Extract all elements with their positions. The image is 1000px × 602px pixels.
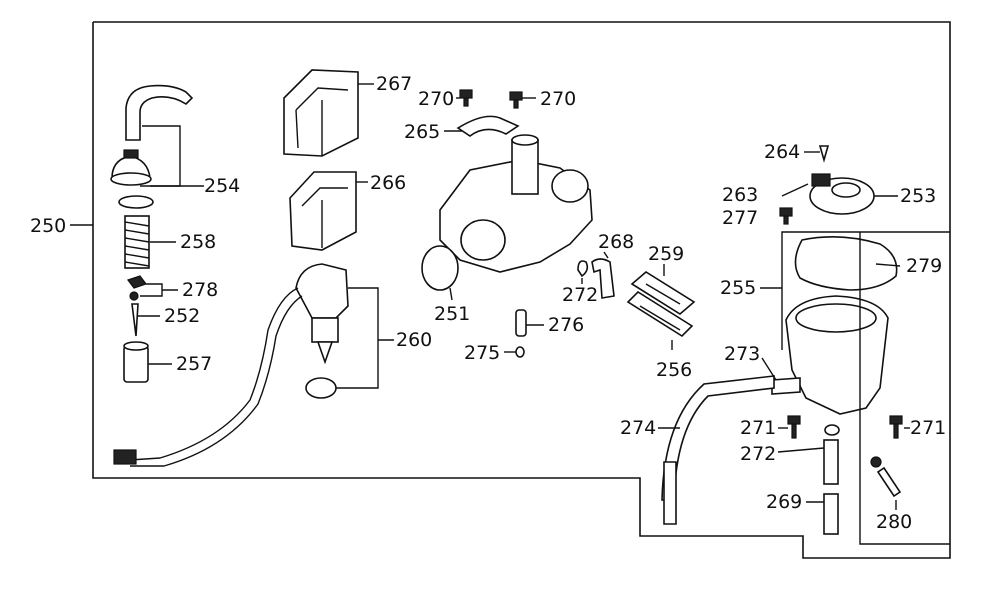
callout-265: 265 (404, 121, 440, 143)
drain-hose-part-274 (661, 375, 775, 525)
screw-part-270b (509, 91, 523, 109)
piston-part-257 (123, 341, 149, 383)
screw-part-271b (889, 415, 903, 439)
float-part-253 (809, 173, 875, 215)
jet-strip-part-259 (630, 271, 696, 315)
callout-278: 278 (182, 279, 218, 301)
leader-lines (70, 83, 950, 545)
cap-part-254 (110, 149, 152, 186)
tube-part-269b (823, 493, 839, 535)
jet-part-264 (818, 145, 830, 163)
gasket-part-279 (794, 236, 898, 291)
clip-part-272 (577, 260, 589, 278)
callout-274: 274 (620, 417, 656, 439)
callout-277: 277 (722, 207, 758, 229)
callout-272b: 272 (740, 443, 776, 465)
callout-269: 269 (766, 491, 802, 513)
callout-280: 280 (876, 511, 912, 533)
callout-253: 253 (900, 185, 936, 207)
callout-276: 276 (548, 314, 584, 336)
elbow-hose-part-268 (591, 258, 615, 299)
jet-strip-part-256 (626, 290, 694, 338)
screw-part-271a (787, 415, 801, 439)
callout-251: 251 (434, 303, 470, 325)
callout-271a: 271 (740, 417, 776, 439)
callout-267: 267 (376, 73, 412, 95)
callout-266: 266 (370, 172, 406, 194)
hose (125, 84, 194, 141)
o-ring-part-251 (421, 245, 459, 291)
callout-272a: 272 (562, 284, 598, 306)
callout-270a: 270 (418, 88, 454, 110)
callout-273: 273 (724, 343, 760, 365)
pin-part-276 (515, 309, 527, 337)
washer (118, 195, 154, 209)
callout-268: 268 (598, 231, 634, 253)
drain-screw-part-280 (870, 456, 902, 498)
callout-275: 275 (464, 342, 500, 364)
auto-choke-part-260 (113, 263, 349, 467)
callout-labels: 250 254 258 278 252 257 267 266 260 270 … (30, 73, 946, 533)
callout-270b: 270 (540, 88, 576, 110)
assembly-outline (92, 21, 951, 559)
callout-252: 252 (164, 305, 200, 327)
callout-257: 257 (176, 353, 212, 375)
callout-259: 259 (648, 243, 684, 265)
callout-255: 255 (720, 277, 756, 299)
callout-264: 264 (764, 141, 800, 163)
gasket-part-266 (289, 171, 357, 251)
clamp-part-272b (824, 424, 840, 436)
callout-260: 260 (396, 329, 432, 351)
callout-250: 250 (30, 215, 66, 237)
callout-258: 258 (180, 231, 216, 253)
screw-part-277 (779, 207, 793, 225)
needle-part-252 (131, 303, 139, 337)
callout-254: 254 (204, 175, 240, 197)
float-bowl-part-255 (771, 295, 889, 415)
carburetor-body (439, 115, 593, 273)
washer-part-275 (515, 346, 525, 358)
spring-part-258 (124, 215, 150, 269)
callout-279: 279 (906, 255, 942, 277)
callout-263: 263 (722, 184, 758, 206)
cover-part-267 (283, 69, 359, 157)
callout-271b: 271 (910, 417, 946, 439)
callout-256: 256 (656, 359, 692, 381)
wire-part-263 (781, 183, 809, 197)
screw-part-270a (459, 89, 473, 107)
tube-part-269a (823, 439, 839, 485)
